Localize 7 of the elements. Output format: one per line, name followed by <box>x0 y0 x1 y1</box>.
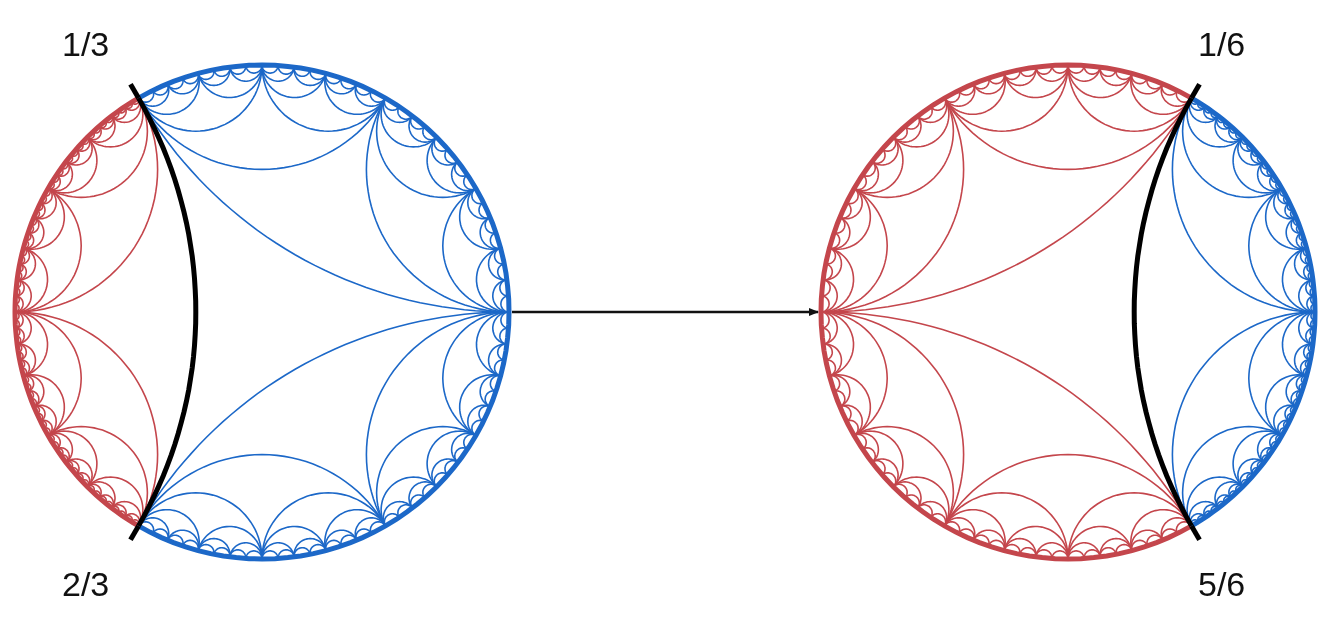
fraction-label: 2/3 <box>62 566 110 602</box>
fraction-label: 5/6 <box>1198 566 1246 602</box>
hyperbolic-disk-drawing <box>818 62 1318 562</box>
hyperbolic-disk-drawing <box>12 62 512 562</box>
arrow <box>512 308 819 316</box>
fraction-label: 1/6 <box>1198 26 1246 62</box>
fraction-label: 1/3 <box>62 26 110 62</box>
